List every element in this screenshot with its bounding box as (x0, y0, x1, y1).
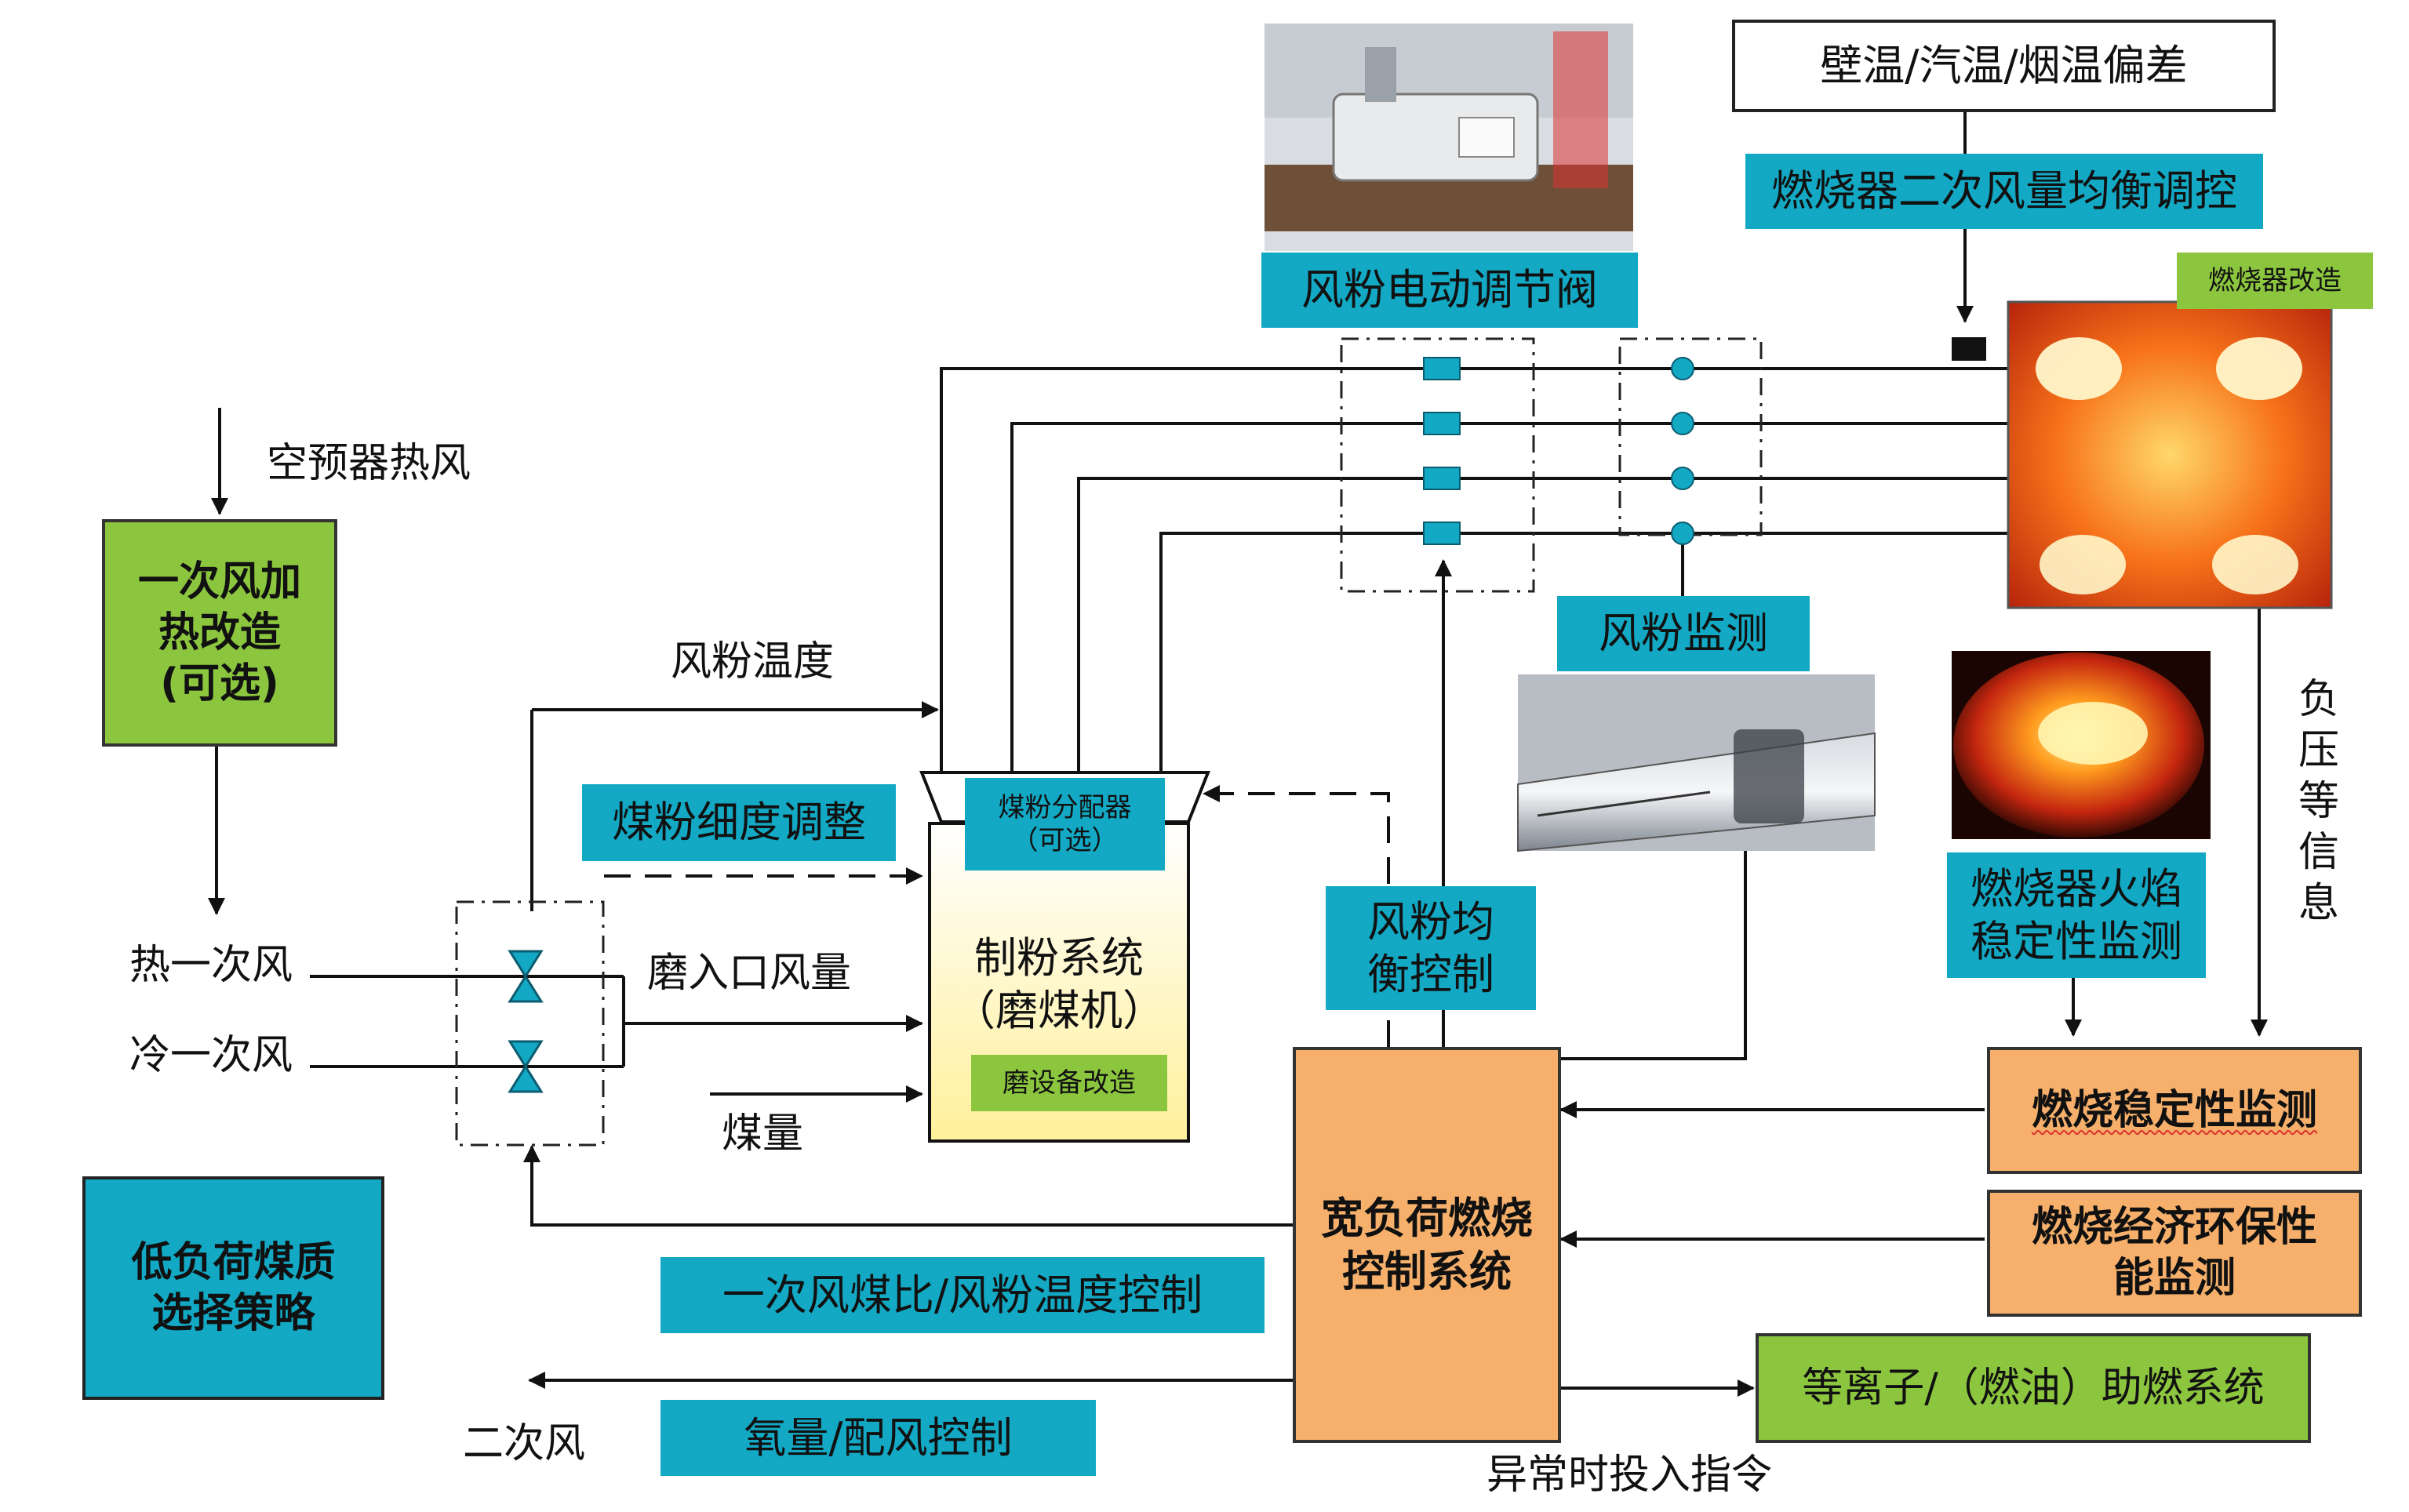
secondary-air-balance-text: 燃烧器二次风量均衡调控 (1771, 166, 2237, 216)
mill-equipment-mod-text: 磨设备改造 (1003, 1067, 1136, 1099)
burner-mod-box: 燃烧器改造 (2177, 253, 2373, 309)
combustion-economy-monitor-text: 燃烧经济环保性 能监测 (2031, 1204, 2317, 1302)
primary-air-coal-ratio-box: 一次风煤比/风粉温度控制 (660, 1257, 1265, 1333)
plasma-system-box: 等离子/（燃油）助燃系统 (1756, 1333, 2311, 1443)
wall-temp-deviation-text: 壁温/汽温/烟温偏差 (1820, 41, 2188, 91)
mill-equipment-mod-box: 磨设备改造 (971, 1055, 1167, 1111)
coal-amount-label: 煤量 (722, 1110, 804, 1158)
negative-pressure-label: 负 压 等 信 息 (2298, 676, 2340, 927)
air-powder-balance-box: 风粉均 衡控制 (1326, 886, 1536, 1010)
flame-photo (1952, 651, 2211, 839)
primary-air-heat-mod-box: 一次风加 热改造 (可选) (102, 519, 337, 747)
coal-distributor-text: 煤粉分配器 （可选） (998, 791, 1132, 857)
coal-distributor-box: 煤粉分配器 （可选） (965, 778, 1165, 870)
pipe-photo (1517, 674, 1876, 852)
sensor-dots (1671, 357, 1694, 545)
hot-air-valve-icon (508, 950, 544, 1003)
coal-fineness-adjust-text: 煤粉细度调整 (612, 798, 866, 848)
preheater-hot-air-label: 空预器热风 (267, 440, 471, 487)
cold-air-valve-icon (508, 1040, 544, 1093)
combustion-stability-monitor-box: 燃烧稳定性监测 (1987, 1047, 2362, 1174)
combustion-economy-monitor-box: 燃烧经济环保性 能监测 (1987, 1190, 2362, 1317)
primary-air-heat-mod-text: 一次风加 热改造 (可选) (137, 558, 301, 707)
regulating-valve-markers (1423, 357, 1461, 545)
air-powder-temp-label: 风粉温度 (671, 638, 835, 685)
wide-load-control-box: 宽负荷燃烧 控制系统 (1293, 1047, 1561, 1443)
furnace-photo (2007, 300, 2333, 609)
valve-photo (1265, 24, 1633, 251)
hot-primary-air-label: 热一次风 (129, 942, 293, 989)
burner-mod-text: 燃烧器改造 (2208, 264, 2342, 296)
wall-temp-deviation-box: 壁温/汽温/烟温偏差 (1732, 20, 2276, 112)
milling-system-text: 制粉系统 （磨煤机） (953, 932, 1165, 1036)
combustion-stability-monitor-text: 燃烧稳定性监测 (2031, 1086, 2317, 1134)
plasma-system-text: 等离子/（燃油）助燃系统 (1802, 1364, 2265, 1412)
low-load-coal-strategy-text: 低负荷煤质 选择策略 (131, 1238, 336, 1337)
air-powder-balance-text: 风粉均 衡控制 (1367, 896, 1494, 1000)
abnormal-command-label: 异常时投入指令 (1487, 1452, 1773, 1499)
secondary-air-label: 二次风 (463, 1420, 586, 1467)
secondary-air-balance-box: 燃烧器二次风量均衡调控 (1745, 154, 2263, 229)
flame-stability-monitor-box: 燃烧器火焰 稳定性监测 (1947, 852, 2206, 978)
cold-primary-air-label: 冷一次风 (129, 1032, 293, 1079)
primary-air-coal-ratio-text: 一次风煤比/风粉温度控制 (722, 1270, 1203, 1320)
milling-system-label-box: 制粉系统 （磨煤机） (930, 918, 1188, 1051)
air-powder-monitor-box: 风粉监测 (1557, 596, 1810, 671)
oxygen-air-control-text: 氧量/配风控制 (744, 1412, 1013, 1463)
air-powder-valve-text: 风粉电动调节阀 (1301, 265, 1598, 315)
low-load-coal-strategy-box: 低负荷煤质 选择策略 (82, 1176, 384, 1400)
mill-inlet-air-label: 磨入口风量 (647, 950, 852, 997)
air-powder-monitor-text: 风粉监测 (1599, 609, 1768, 659)
wide-load-control-text: 宽负荷燃烧 控制系统 (1321, 1194, 1533, 1296)
oxygen-air-control-box: 氧量/配风控制 (660, 1400, 1096, 1476)
air-powder-valve-box: 风粉电动调节阀 (1261, 253, 1638, 328)
flame-stability-monitor-text: 燃烧器火焰 稳定性监测 (1971, 863, 2182, 967)
damper-actuator-icon (1952, 337, 1986, 361)
coal-fineness-adjust-box: 煤粉细度调整 (582, 784, 896, 861)
